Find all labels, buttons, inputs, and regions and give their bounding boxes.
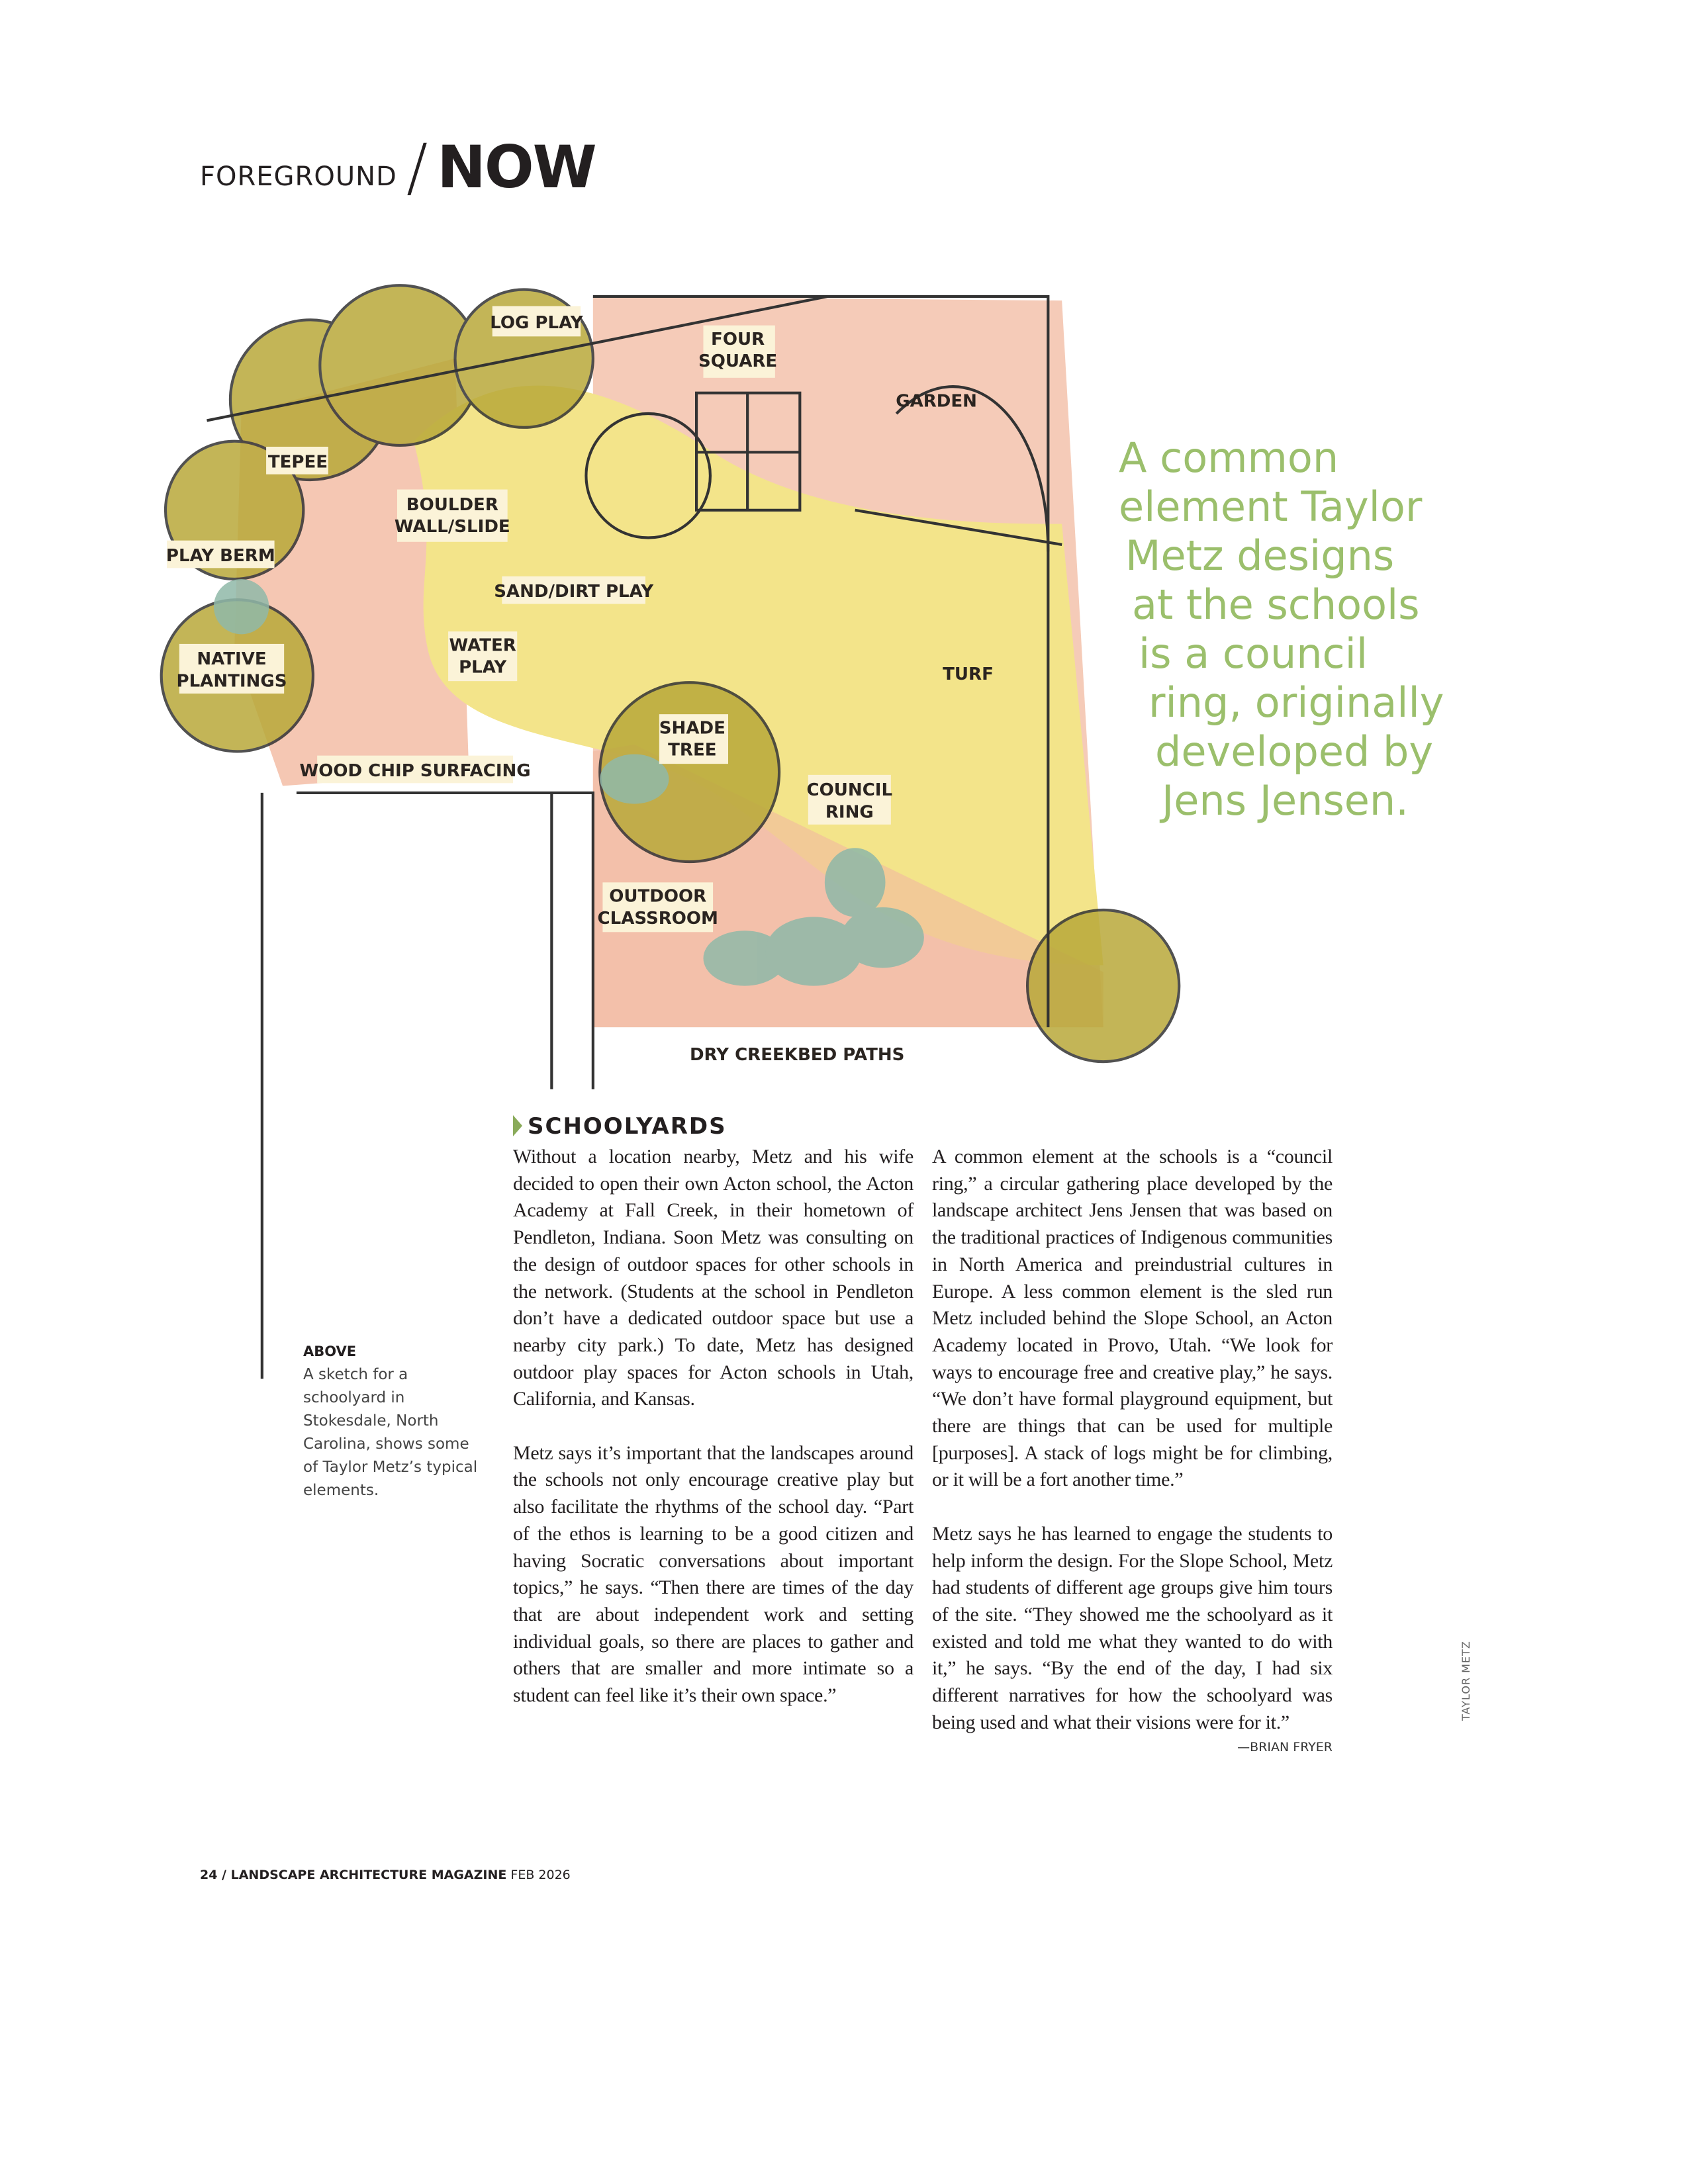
shade-tree <box>598 681 781 864</box>
issue-date: FEB 2026 <box>510 1868 571 1882</box>
label-garden: GARDEN <box>896 392 977 412</box>
byline: —BRIAN FRYER <box>1237 1740 1333 1755</box>
pull-quote-line: Jens Jensen. <box>1162 776 1409 825</box>
section-title: NOW <box>437 133 597 201</box>
label-four-square-1: FOUR <box>711 330 765 349</box>
label-shade-tree-2: TREE <box>668 741 716 760</box>
triangle-bullet-icon <box>513 1115 522 1136</box>
sketch-linework <box>207 295 1062 1379</box>
label-play-berm: PLAY BERM <box>166 546 275 566</box>
label-sand-dirt: SAND/DIRT PLAY <box>494 582 654 602</box>
paragraph: A common element at the schools is a “co… <box>932 1146 1333 1491</box>
pull-quote-line: ring, originally <box>1149 678 1444 727</box>
pull-quote-line: developed by <box>1155 727 1434 776</box>
article-heading: SCHOOLYARDS <box>513 1113 727 1140</box>
label-water-play-2: PLAY <box>459 658 507 678</box>
tree <box>1026 908 1181 1064</box>
folio: 24 / LANDSCAPE ARCHITECTURE MAGAZINE <box>200 1868 507 1882</box>
label-shade-tree-1: SHADE <box>659 718 726 738</box>
label-boulder-1: BOULDER <box>406 495 498 515</box>
label-outdoor-classroom-2: CLASSROOM <box>598 909 718 929</box>
shrubs <box>213 579 924 986</box>
pull-quote-line: is a council <box>1139 629 1368 678</box>
label-outdoor-classroom-1: OUTDOOR <box>609 887 706 907</box>
caption-label: ABOVE <box>303 1343 357 1359</box>
label-boulder-2: WALL/SLIDE <box>395 517 510 537</box>
paragraph: Without a location nearby, Metz and his … <box>513 1146 914 1410</box>
caption-text: A sketch for a schoolyard in Stokesdale,… <box>303 1366 478 1499</box>
pull-quote-line: element Taylor <box>1119 482 1423 531</box>
label-dry-creekbed: DRY CREEKBED PATHS <box>690 1045 904 1065</box>
turf-area <box>414 385 1103 966</box>
paragraph: Metz says it’s important that the landsc… <box>513 1441 914 1707</box>
label-log-play: LOG PLAY <box>490 313 584 333</box>
label-four-square-2: SQUARE <box>698 351 777 371</box>
page-footer: 24 / LANDSCAPE ARCHITECTURE MAGAZINE FEB… <box>200 1868 571 1882</box>
header-slash: / <box>406 130 428 205</box>
section-header: FOREGROUND / NOW <box>200 130 597 205</box>
pull-quote-line: at the schools <box>1132 580 1420 629</box>
label-wood-chip: WOOD CHIP SURFACING <box>299 761 530 781</box>
pull-quote: A common element Taylor Metz designs at … <box>1119 433 1489 825</box>
label-backgrounds <box>167 306 891 933</box>
label-council-ring-1: COUNCIL <box>807 780 893 800</box>
label-native-1: NATIVE <box>197 649 266 669</box>
label-council-ring-2: RING <box>825 802 874 822</box>
article-column-2: A common element at the schools is a “co… <box>932 1144 1333 1756</box>
label-tepee: TEPEE <box>268 452 328 472</box>
image-caption: ABOVE A sketch for a schoolyard in Stoke… <box>303 1340 489 1502</box>
paragraph: Metz says he has learned to engage the s… <box>932 1522 1333 1733</box>
article-heading-text: SCHOOLYARDS <box>528 1113 727 1140</box>
pull-quote-line: A common <box>1119 433 1339 482</box>
label-native-2: PLANTINGS <box>177 672 287 692</box>
section-label: FOREGROUND <box>200 161 397 192</box>
photo-credit: TAYLOR METZ <box>1460 1641 1472 1721</box>
label-water-play-1: WATER <box>449 635 516 655</box>
pull-quote-line: Metz designs <box>1125 531 1395 580</box>
article-column-1: Without a location nearby, Metz and his … <box>513 1144 914 1712</box>
label-turf: TURF <box>943 664 994 684</box>
